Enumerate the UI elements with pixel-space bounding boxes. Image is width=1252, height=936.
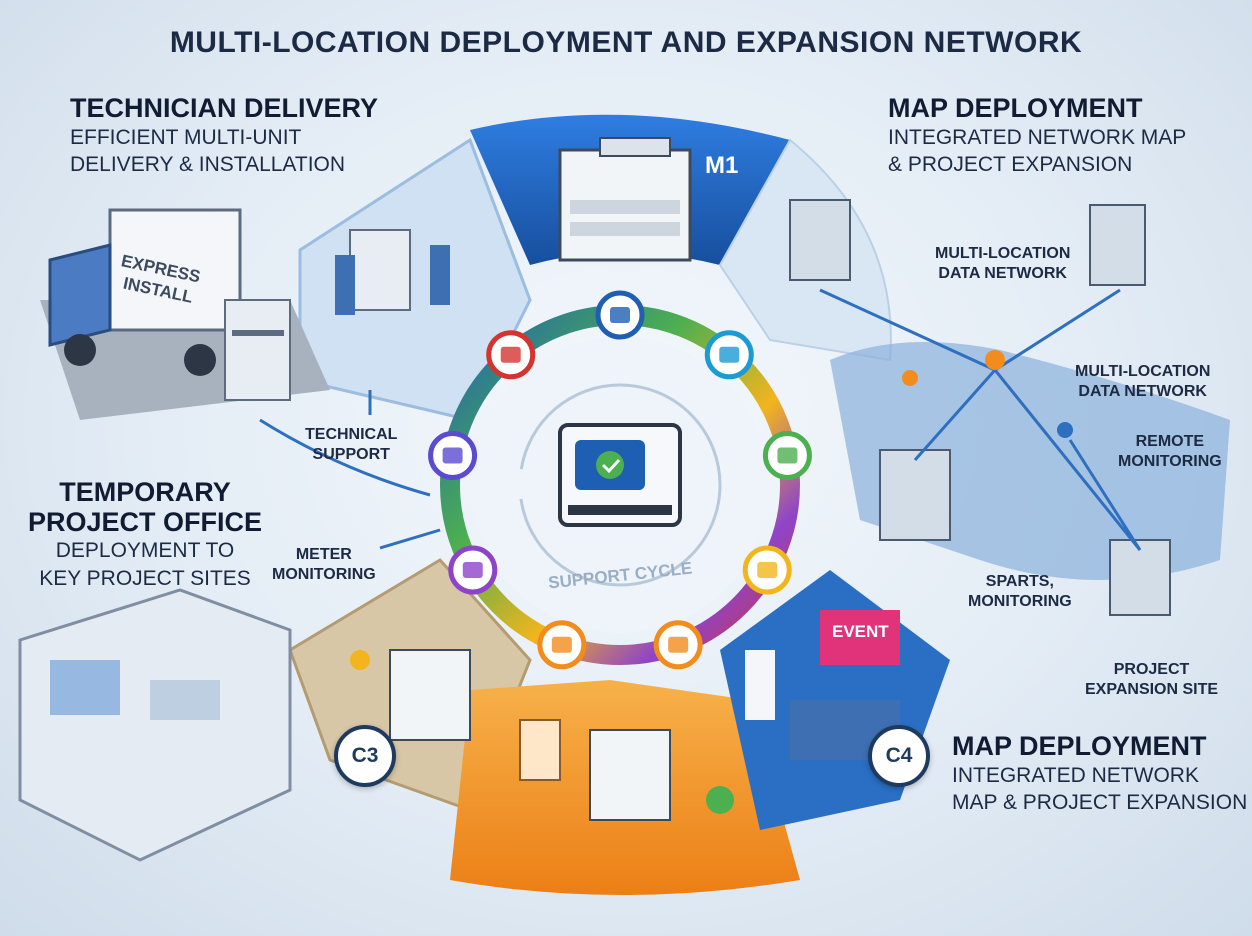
c3-badge: C3 — [334, 725, 396, 787]
network-map-illustration — [789, 199, 1230, 616]
temporary-office-heading-line2: PROJECT OFFICE — [27, 506, 263, 537]
remote-monitoring-label-line1: REMOTE — [1135, 433, 1205, 450]
project-expansion-site-label: PROJECT EXPANSION SITE — [1085, 660, 1218, 700]
sparts-monitoring-label-line1: SPARTS, — [985, 573, 1054, 590]
map-deployment-top-sub-line1: INTEGRATED NETWORK MAP — [888, 125, 1187, 149]
event-sign: EVENT — [832, 622, 889, 641]
data-network-label-2-line2: DATA NETWORK — [1078, 383, 1207, 400]
cloud-network-icon — [442, 447, 463, 464]
central-printer-illustration — [558, 423, 682, 527]
technical-support-label-line2: SUPPORT — [312, 446, 390, 463]
remote-monitoring-label-line2: MONITORING — [1118, 453, 1222, 470]
map-deployment-bottom-sub-line1: INTEGRATED NETWORK — [952, 763, 1199, 787]
m1-printer-illustration — [558, 137, 692, 262]
technical-support-label-line1: TECHNICAL — [305, 426, 398, 443]
settings-document-icon — [777, 447, 798, 464]
cycle-node-invoice-check-icon[interactable] — [653, 620, 703, 670]
support-cycle-inner-arrow — [518, 383, 722, 587]
cycle-node-toner-cartridges-icon[interactable] — [704, 330, 754, 380]
page-title: MULTI-LOCATION DEPLOYMENT AND EXPANSION … — [169, 26, 1083, 59]
technician-delivery-sub-line1: EFFICIENT MULTI-UNIT — [70, 125, 302, 149]
m1-badge: M1 — [705, 152, 739, 179]
data-network-label-1-line1: MULTI-LOCATION — [935, 245, 1071, 262]
data-network-label-1: MULTI-LOCATION DATA NETWORK — [935, 244, 1070, 284]
cycle-node-settings-document-icon[interactable] — [762, 430, 812, 480]
temporary-office-sub-line1: DEPLOYMENT TO — [55, 539, 235, 563]
c3-construction-illustration — [350, 649, 471, 741]
project-expansion-site-label-line1: PROJECT — [1113, 661, 1190, 678]
temporary-office-block: TEMPORARY PROJECT OFFICE DEPLOYMENT TO K… — [20, 477, 270, 592]
temporary-office-heading-line1: TEMPORARY — [59, 477, 231, 507]
receipt-icon — [551, 636, 572, 653]
data-network-label-2-line1: MULTI-LOCATION — [1075, 363, 1211, 380]
invoice-check-icon — [668, 636, 689, 653]
data-network-label-1-line2: DATA NETWORK — [938, 265, 1067, 282]
technician-delivery-heading: TECHNICIAN DELIVERY — [70, 93, 379, 123]
project-expansion-site-label-line2: EXPANSION SITE — [1085, 681, 1219, 698]
c4-badge: C4 — [868, 725, 930, 787]
map-deployment-bottom-sub-line2: MAP & PROJECT EXPANSION — [952, 790, 1248, 814]
map-deployment-top-sub-line2: & PROJECT EXPANSION — [888, 152, 1133, 176]
map-deployment-bottom-block: MAP DEPLOYMENT INTEGRATED NETWORK MAP & … — [952, 731, 1248, 816]
data-network-label-2: MULTI-LOCATION DATA NETWORK — [1075, 362, 1210, 402]
cycle-node-cloud-upload-icon[interactable] — [448, 545, 498, 595]
orange-booth-illustration — [519, 719, 734, 821]
connector-lines — [259, 390, 441, 550]
meter-monitoring-label-line2: MONITORING — [272, 566, 376, 583]
delivery-truck-illustration — [40, 208, 330, 420]
map-deployment-top-block: MAP DEPLOYMENT INTEGRATED NETWORK MAP & … — [888, 93, 1187, 178]
remote-monitoring-label: REMOTE MONITORING — [1118, 432, 1222, 472]
cloud-upload-icon — [462, 562, 483, 578]
temporary-office-illustration — [18, 588, 292, 862]
cycle-node-stopwatch-icon[interactable] — [486, 330, 536, 380]
printer-icon — [610, 307, 630, 323]
map-deployment-top-heading: MAP DEPLOYMENT — [888, 93, 1143, 123]
meter-monitoring-label: METER MONITORING — [272, 545, 376, 585]
temporary-office-sub-line2: KEY PROJECT SITES — [39, 566, 251, 590]
cycle-node-receipt-icon[interactable] — [537, 620, 587, 670]
cycle-node-calendar-icon[interactable] — [742, 545, 792, 595]
technician-delivery-block: TECHNICIAN DELIVERY EFFICIENT MULTI-UNIT… — [70, 93, 379, 178]
cycle-node-printer-icon[interactable] — [595, 290, 645, 340]
calendar-icon — [757, 562, 778, 578]
toner-cartridges-icon — [719, 346, 740, 363]
technical-support-label: TECHNICAL SUPPORT — [305, 425, 397, 465]
cycle-node-cloud-network-icon[interactable] — [428, 430, 478, 480]
technician-install-room — [335, 229, 450, 315]
meter-monitoring-label-line1: METER — [295, 546, 352, 563]
technician-delivery-sub-line2: DELIVERY & INSTALLATION — [70, 152, 346, 176]
sparts-monitoring-label: SPARTS, MONITORING — [968, 572, 1072, 612]
map-deployment-bottom-heading: MAP DEPLOYMENT — [952, 731, 1207, 761]
stopwatch-icon — [500, 346, 521, 363]
sparts-monitoring-label-line2: MONITORING — [968, 593, 1072, 610]
